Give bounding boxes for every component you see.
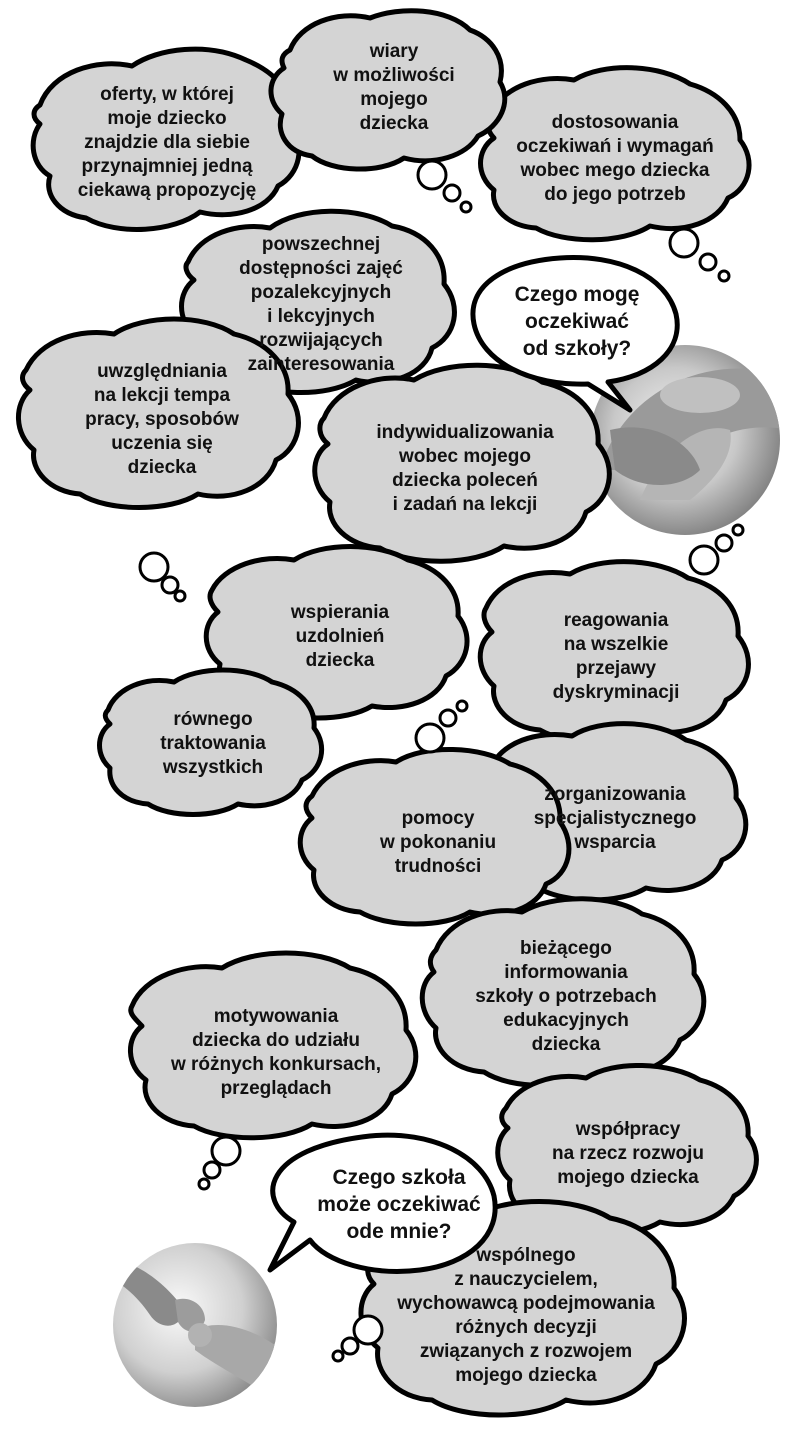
bubble-text-tempo: uwzględniania na lekcji tempa pracy, spo… bbox=[85, 361, 239, 478]
bubble-text-motivate: motywowania dziecka do udziału w różnych… bbox=[170, 1006, 382, 1099]
finger-grip-photo bbox=[113, 1243, 277, 1407]
cloud-offer bbox=[30, 46, 302, 232]
bubble-text-access: powszechnej dostępności zajęć pozalekcyj… bbox=[239, 234, 403, 375]
bubble-text-individual: indywidualizowania wobec mojego dziecka … bbox=[376, 422, 554, 515]
cloud-faith bbox=[268, 8, 508, 214]
bubble-text-equal: równego traktowania wszystkich bbox=[160, 709, 266, 778]
bubble-text-help: pomocy w pokonaniu trudności bbox=[379, 808, 497, 877]
bubble-text-specialist: zorganizowania specjalistycznego wsparci… bbox=[533, 784, 697, 853]
question-bubble-school bbox=[267, 1132, 498, 1274]
question-bubble-parent bbox=[470, 255, 680, 413]
cloud-adjust bbox=[478, 65, 752, 283]
bubble-text-decide: wspólnego z nauczycielem, wychowawcą pod… bbox=[397, 1245, 655, 1386]
cloud-inform bbox=[419, 896, 707, 1088]
bubble-text-inform: bieżącego informowania szkoły o potrzeba… bbox=[475, 938, 657, 1055]
cloud-cooperate bbox=[495, 1063, 759, 1237]
bubble-text-faith: wiary w możliwości mojego dziecka bbox=[333, 41, 455, 134]
cloud-individual bbox=[312, 362, 612, 564]
holding-hands-photo bbox=[590, 345, 780, 535]
question-text-school: Czego szkoła może oczekiwać ode mnie? bbox=[317, 1165, 481, 1243]
bubble-text-talents: wspierania uzdolnień dziecka bbox=[290, 602, 390, 671]
bubble-text-adjust: dostosowania oczekiwań i wymagań wobec m… bbox=[516, 112, 714, 205]
bubble-text-offer: oferty, w której moje dziecko znajdzie d… bbox=[77, 84, 257, 201]
bubble-text-cooperate: współpracy na rzecz rozwoju mojego dziec… bbox=[551, 1119, 705, 1188]
cloud-tempo bbox=[16, 316, 301, 603]
bubble-text-discrimination: reagowania na wszelkie przejawy dyskrymi… bbox=[552, 610, 680, 703]
cloud-help bbox=[297, 699, 572, 927]
cloud-equal bbox=[97, 667, 325, 817]
cloud-talents bbox=[203, 544, 470, 721]
cloud-motivate bbox=[128, 950, 419, 1191]
cloud-discrimination bbox=[477, 523, 751, 745]
question-text-parent: Czego mogę oczekiwać od szkoły? bbox=[514, 282, 640, 360]
